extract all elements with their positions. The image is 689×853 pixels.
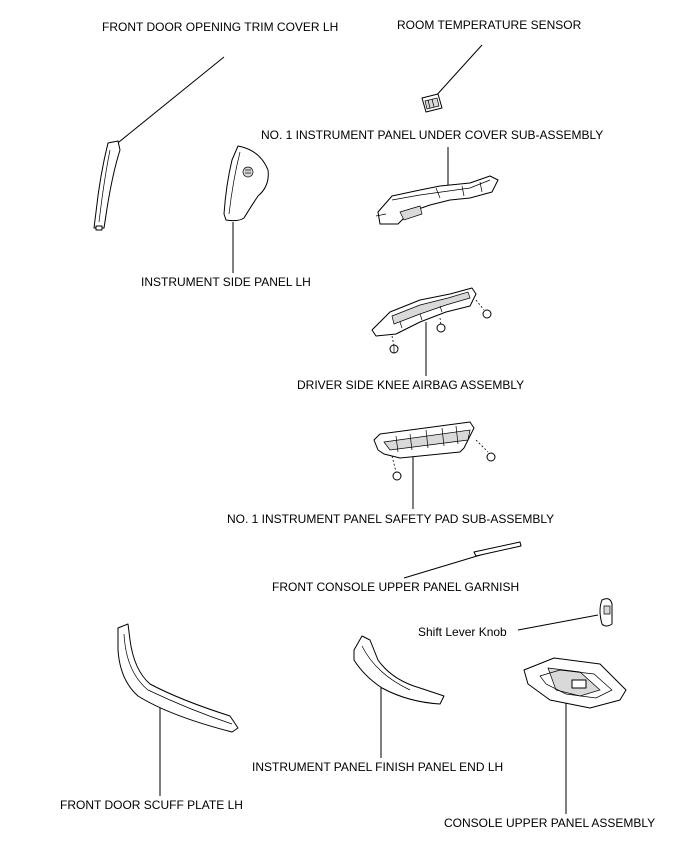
instrument-side-panel-illustration [223,145,269,222]
finish-panel-end-illustration [353,635,445,705]
room-temperature-sensor-illustration [421,93,443,113]
label-front-door-opening-trim-cover-lh: FRONT DOOR OPENING TRIM COVER LH [102,20,338,34]
label-driver-side-knee-airbag: DRIVER SIDE KNEE AIRBAG ASSEMBLY [297,378,524,392]
label-instrument-side-panel-lh: INSTRUMENT SIDE PANEL LH [141,275,311,289]
bolt-icon [475,299,492,319]
safety-pad-illustration [373,421,496,481]
label-front-door-scuff-plate-lh: FRONT DOOR SCUFF PLATE LH [60,798,243,812]
label-no1-instrument-panel-under-cover: NO. 1 INSTRUMENT PANEL UNDER COVER SUB-A… [261,128,603,142]
front-door-opening-trim-cover-illustration [93,140,121,231]
label-no1-instrument-panel-safety-pad: NO. 1 INSTRUMENT PANEL SAFETY PAD SUB-AS… [227,512,554,526]
leader-front-door-opening-trim-cover [113,56,225,147]
knee-airbag-illustration [371,287,492,354]
shift-lever-knob-illustration [599,598,613,627]
bolt-icon [391,455,402,481]
console-garnish-illustration [473,541,522,557]
front-door-scuff-plate-illustration [117,623,239,733]
under-cover-illustration [375,175,499,225]
label-console-upper-panel-assembly: CONSOLE UPPER PANEL ASSEMBLY [444,816,655,830]
bolt-icon [389,335,399,354]
label-shift-lever-knob: Shift Lever Knob [418,625,507,639]
console-upper-panel-illustration [523,657,627,709]
label-room-temperature-sensor: ROOM TEMPERATURE SENSOR [397,18,582,32]
bolt-icon [475,439,496,462]
label-instrument-panel-finish-panel-end-lh: INSTRUMENT PANEL FINISH PANEL END LH [252,760,503,774]
bolt-icon [436,317,446,333]
leader-shift-lever-knob [517,614,599,631]
leader-room-temperature-sensor [433,44,483,99]
label-front-console-upper-panel-garnish: FRONT CONSOLE UPPER PANEL GARNISH [272,580,519,594]
